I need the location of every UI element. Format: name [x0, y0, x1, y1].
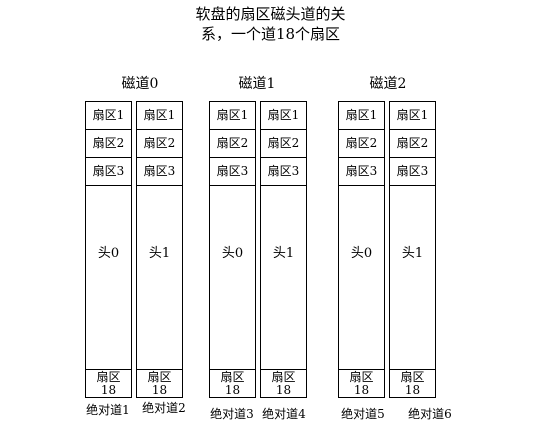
sector-1-cell: 扇区1: [339, 102, 384, 130]
sector-18-line-2: 18: [404, 383, 421, 397]
head-label: 头0: [97, 246, 120, 261]
sector-2-cell: 扇区2: [137, 130, 182, 158]
sector-18-line-1: 扇区: [220, 370, 245, 384]
track-2-head-0-column: 扇区1 扇区2 扇区3 头0 扇区 18: [338, 101, 385, 398]
sector-18-line-2: 18: [100, 383, 117, 397]
sector-18-line-1: 扇区: [96, 370, 121, 384]
sector-2-cell: 扇区2: [390, 130, 435, 158]
sector-1-cell: 扇区1: [137, 102, 182, 130]
track-0-head-1-column: 扇区1 扇区2 扇区3 头1 扇区 18: [136, 101, 183, 398]
sector-18-cell: 扇区 18: [339, 369, 384, 397]
sector-18-cell: 扇区 18: [261, 369, 306, 397]
sector-18-line-1: 扇区: [400, 370, 425, 384]
track-1-head-1-column: 扇区1 扇区2 扇区3 头1 扇区 18: [260, 101, 307, 398]
sector-18-cell: 扇区 18: [86, 369, 131, 397]
absolute-track-2-label: 绝对道2: [142, 401, 186, 415]
sector-3-cell: 扇区3: [137, 158, 182, 186]
head-label: 头1: [148, 246, 171, 261]
track-2-head-1-column: 扇区1 扇区2 扇区3 头1 扇区 18: [389, 101, 436, 398]
head-label: 头1: [401, 246, 424, 261]
sector-18-cell: 扇区 18: [210, 369, 255, 397]
sector-2-cell: 扇区2: [339, 130, 384, 158]
absolute-track-6-label: 绝对道6: [408, 407, 452, 421]
head-label: 头1: [272, 246, 295, 261]
title-line-2: 系，一个道18个扇区: [200, 25, 341, 43]
sector-2-cell: 扇区2: [86, 130, 131, 158]
sector-18-line-2: 18: [275, 383, 292, 397]
sector-18-cell: 扇区 18: [137, 369, 182, 397]
sector-1-cell: 扇区1: [210, 102, 255, 130]
sector-18-line-1: 扇区: [271, 370, 296, 384]
absolute-track-5-label: 绝对道5: [341, 407, 385, 421]
sector-2-cell: 扇区2: [261, 130, 306, 158]
sector-3-cell: 扇区3: [390, 158, 435, 186]
sector-2-cell: 扇区2: [210, 130, 255, 158]
track-0-head-0-column: 扇区1 扇区2 扇区3 头0 扇区 18: [85, 101, 132, 398]
track-0-label: 磁道0: [121, 76, 159, 92]
sector-18-line-1: 扇区: [349, 370, 374, 384]
sector-3-cell: 扇区3: [210, 158, 255, 186]
sector-3-cell: 扇区3: [261, 158, 306, 186]
absolute-track-4-label: 绝对道4: [262, 407, 306, 421]
head-label: 头0: [221, 246, 244, 261]
sector-1-cell: 扇区1: [390, 102, 435, 130]
sector-3-cell: 扇区3: [339, 158, 384, 186]
absolute-track-1-label: 绝对道1: [86, 403, 130, 417]
diagram-title: 软盘的扇区磁头道的关 系，一个道18个扇区: [0, 4, 541, 44]
title-line-1: 软盘的扇区磁头道的关: [195, 5, 346, 23]
sector-18-cell: 扇区 18: [390, 369, 435, 397]
absolute-track-3-label: 绝对道3: [210, 407, 254, 421]
sector-18-line-1: 扇区: [147, 370, 172, 384]
track-2-label: 磁道2: [369, 76, 407, 92]
sector-18-line-2: 18: [353, 383, 370, 397]
sector-3-cell: 扇区3: [86, 158, 131, 186]
sector-18-line-2: 18: [224, 383, 241, 397]
head-label: 头0: [350, 246, 373, 261]
sector-18-line-2: 18: [151, 383, 168, 397]
track-1-head-0-column: 扇区1 扇区2 扇区3 头0 扇区 18: [209, 101, 256, 398]
sector-1-cell: 扇区1: [86, 102, 131, 130]
track-1-label: 磁道1: [238, 76, 276, 92]
sector-1-cell: 扇区1: [261, 102, 306, 130]
